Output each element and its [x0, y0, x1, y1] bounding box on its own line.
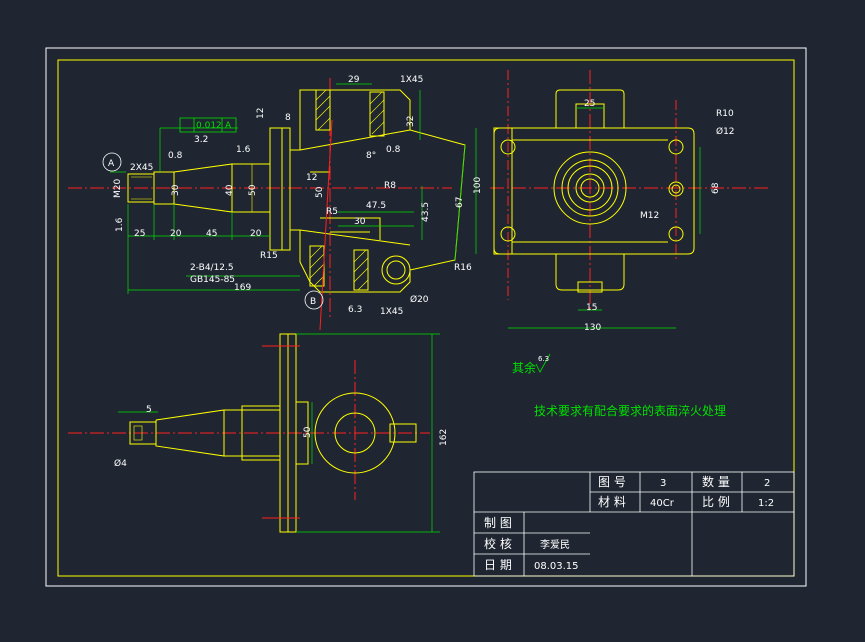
- dim-phi20: Ø20: [410, 294, 429, 305]
- dim-m20: M20: [113, 179, 123, 198]
- dim-45: 45: [206, 229, 217, 239]
- date-value: 08.03.15: [534, 561, 579, 572]
- title-block: [473, 471, 795, 577]
- section-line: [319, 119, 333, 331]
- dim-20-a: 20: [170, 229, 182, 239]
- dim-29: 29: [348, 75, 360, 85]
- dim-40: 40: [225, 184, 235, 196]
- dim-r5: R5: [326, 207, 338, 217]
- dim-0-8-a: 0.8: [386, 145, 401, 155]
- dim-side-25: 25: [584, 99, 595, 109]
- front-dimension-texts: 29 1X45 32 12 8 8° 0.8 0.8 3.2 1.6 2X45 …: [113, 75, 472, 317]
- datum-a-label: A: [108, 159, 115, 169]
- dim-side-100: 100: [473, 177, 483, 194]
- dim-30: 30: [171, 184, 181, 196]
- title-block-texts: 图 号 3 数 量 2 材 料 40Cr 比 例 1:2 制 图 校 核 李爱民…: [484, 474, 774, 572]
- dim-8: 8: [285, 113, 291, 123]
- dim-8-deg: 8°: [366, 151, 376, 161]
- top-dimension-lines: [118, 333, 440, 533]
- dim-169: 169: [234, 283, 251, 293]
- dim-32: 32: [406, 116, 416, 127]
- datum-a: A: [102, 152, 122, 172]
- tolerance-value: 0.012: [196, 121, 222, 131]
- dim-43-5: 43.5: [421, 202, 431, 222]
- dim-50-b: 50: [315, 186, 325, 198]
- dim-12-mid: 12: [306, 173, 317, 183]
- dim-25: 25: [134, 229, 145, 239]
- dim-side-phi12: Ø12: [716, 126, 735, 137]
- surface-note-value: 6.3: [538, 355, 549, 363]
- dim-r16: R16: [454, 263, 472, 273]
- dim-side-130: 130: [584, 323, 601, 333]
- drawing-no-value: 3: [660, 478, 666, 489]
- dim-side-15: 15: [586, 303, 597, 313]
- top-view: [68, 333, 430, 533]
- dim-top-162: 162: [439, 429, 449, 446]
- dim-67: 67: [455, 197, 465, 208]
- datum-b-label: B: [310, 297, 316, 307]
- dim-gb: GB145-85: [190, 275, 235, 285]
- technical-requirements: 技术要求有配合要求的表面淬火处理: [534, 403, 726, 418]
- dim-3-2: 3.2: [194, 135, 208, 145]
- front-hatching: [309, 89, 385, 291]
- scale-value: 1:2: [758, 498, 774, 509]
- material-value: 40Cr: [650, 498, 675, 509]
- dim-0-8-b: 0.8: [168, 151, 183, 161]
- sheet-frame: [45, 47, 807, 587]
- dim-50-a: 50: [248, 184, 258, 196]
- side-dimension-lines: [475, 107, 701, 329]
- qty-value: 2: [764, 478, 770, 489]
- dim-r8: R8: [384, 181, 396, 191]
- dim-1-6-top: 1.6: [236, 145, 251, 155]
- drawing-no-label: 图 号: [598, 475, 626, 489]
- top-dimension-texts: 5 50 162 Ø4: [114, 405, 449, 469]
- dim-side-68: 68: [711, 182, 721, 194]
- dim-47-5: 47.5: [366, 201, 386, 211]
- dim-1x45-bottom: 1X45: [380, 307, 403, 317]
- side-dimension-texts: 25 R10 Ø12 100 68 M12 15 130: [473, 99, 735, 333]
- checked-value: 李爱民: [540, 538, 570, 551]
- date-label: 日 期: [484, 558, 512, 572]
- dim-r15: R15: [260, 251, 278, 261]
- tolerance-frame: 0.012 A: [179, 117, 237, 133]
- dim-12-left: 12: [256, 108, 266, 119]
- dim-side-m12: M12: [640, 211, 659, 221]
- front-dimension-lines: [110, 83, 466, 294]
- scale-label: 比 例: [702, 495, 730, 509]
- dim-1-6-left: 1.6: [115, 217, 125, 232]
- dim-side-r10: R10: [716, 109, 734, 119]
- dim-20-b: 20: [250, 229, 262, 239]
- surface-note-label: 其余: [512, 360, 536, 375]
- datum-b: B: [304, 290, 324, 310]
- dim-top-5: 5: [146, 405, 152, 415]
- dim-2x45: 2X45: [130, 163, 153, 173]
- dim-1x45-top: 1X45: [400, 75, 423, 85]
- dim-30-b: 30: [354, 217, 366, 227]
- dim-6-3: 6.3: [348, 305, 362, 315]
- dim-2-b4: 2-B4/12.5: [190, 263, 234, 273]
- material-label: 材 料: [598, 495, 626, 509]
- side-view: [490, 70, 770, 310]
- dim-top-50: 50: [303, 426, 313, 438]
- drawn-label: 制 图: [484, 516, 512, 530]
- dim-top-phi4: Ø4: [114, 458, 127, 469]
- surface-note: 其余 6.3: [512, 353, 551, 375]
- checked-label: 校 核: [484, 536, 512, 551]
- tolerance-datum: A: [225, 121, 232, 131]
- qty-label: 数 量: [702, 474, 730, 489]
- front-view: [68, 78, 466, 320]
